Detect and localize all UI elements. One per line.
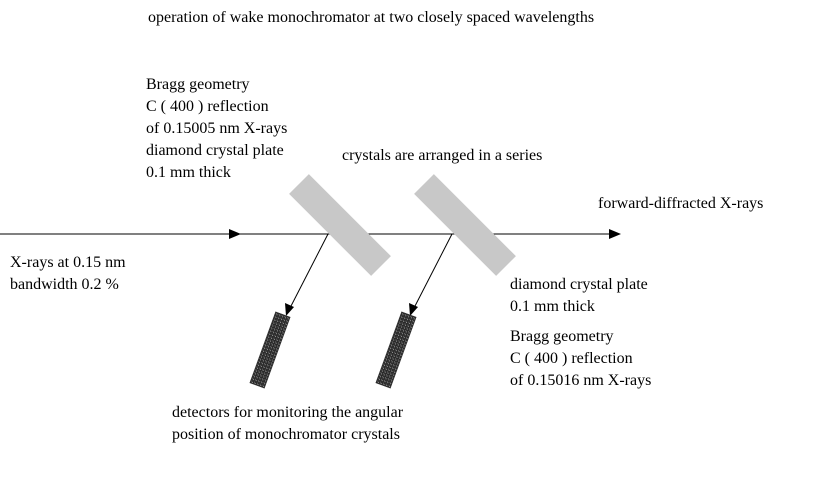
- input-label-wavelength: X-rays at 0.15 nm: [10, 254, 126, 271]
- crystal-2-label-reflection: C ( 400 ) reflection: [510, 350, 633, 367]
- detector-2: [375, 311, 417, 389]
- crystal-1-label-geometry: Bragg geometry: [146, 76, 250, 93]
- detector-labels: detectors for monitoring the angular pos…: [172, 402, 403, 446]
- crystal-1-label-reflection: C ( 400 ) reflection: [146, 98, 269, 115]
- diamond-crystal-2: [414, 174, 516, 276]
- crystal-1-label-plate: diamond crystal plate: [146, 142, 284, 159]
- detector-1: [249, 311, 291, 389]
- crystal-2-labels: diamond crystal plate 0.1 mm thick Bragg…: [510, 274, 651, 392]
- crystal-1-labels: Bragg geometry C ( 400 ) reflection of 0…: [146, 74, 287, 184]
- diffracted-beam-1: [289, 233, 329, 309]
- beam-arrow-input: [229, 229, 241, 239]
- crystal-2-label-plate: diamond crystal plate: [510, 276, 648, 293]
- crystal-1-label-wavelength: of 0.15005 nm X-rays: [146, 120, 288, 137]
- series-label: crystals are arranged in a series: [342, 147, 543, 164]
- crystal-2-label-thickness: 0.1 mm thick: [510, 298, 595, 315]
- diffracted-arrow-1: [285, 303, 294, 316]
- crystal-1-label-thickness: 0.1 mm thick: [146, 164, 231, 181]
- crystal-2-label-geometry: Bragg geometry: [510, 328, 614, 345]
- diagram-title: operation of wake monochromator at two c…: [148, 9, 595, 26]
- input-label-bandwidth: bandwidth 0.2 %: [10, 276, 119, 293]
- diffracted-beam-2: [413, 233, 453, 309]
- input-labels: X-rays at 0.15 nm bandwidth 0.2 %: [10, 252, 126, 296]
- crystal-2-label-wavelength: of 0.15016 nm X-rays: [510, 372, 652, 389]
- diffracted-arrow-2: [409, 303, 418, 316]
- detector-label-line-2: position of monochromator crystals: [172, 426, 400, 443]
- beam-arrow-output: [609, 229, 621, 239]
- detector-label-line-1: detectors for monitoring the angular: [172, 404, 404, 421]
- output-label: forward-diffracted X-rays: [598, 195, 764, 212]
- diamond-crystal-1: [289, 174, 391, 276]
